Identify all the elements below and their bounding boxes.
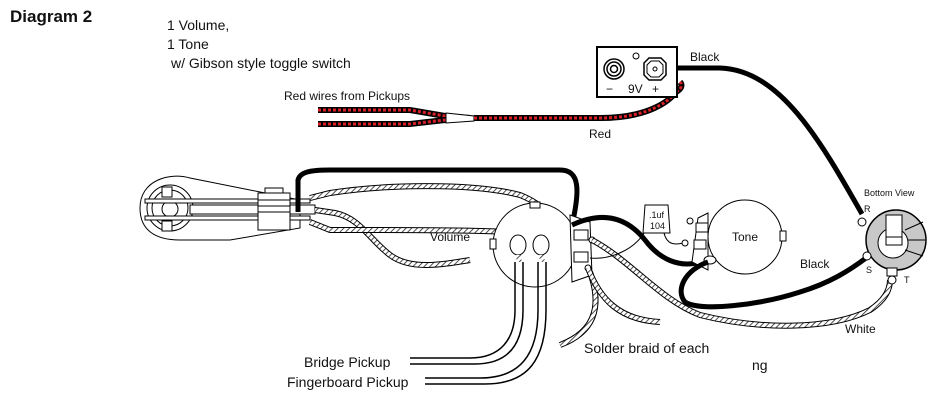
diagram-title: Diagram 2 (10, 7, 92, 26)
jack-s-label: S (866, 265, 872, 275)
subtitle-line-2: 1 Tone (167, 36, 209, 52)
battery-voltage-label: 9V (628, 82, 643, 96)
battery-plus-label: + (652, 82, 659, 96)
toggle-switch (139, 175, 316, 241)
red-wires-label: Red wires from Pickups (284, 89, 410, 103)
tone-pot (681, 199, 787, 275)
jack-t-label: T (904, 275, 910, 285)
subtitle-line-3: w/ Gibson style toggle switch (170, 55, 351, 71)
white-wire-label: White (845, 322, 876, 336)
battery-black-label: Black (690, 50, 720, 64)
ground-braid (558, 237, 893, 348)
black-wire-battery-to-jack (677, 65, 865, 216)
battery-clip (596, 46, 678, 98)
black-wire-switch-to-volume (295, 167, 580, 226)
capacitor (642, 204, 671, 234)
jack-r-label: R (864, 204, 871, 214)
ng-fragment-label: ng (752, 357, 768, 373)
capacitor-value-label: .1uf (649, 210, 665, 220)
thin-wire-volume-to-cap (589, 229, 647, 259)
capacitor-code-label: 104 (650, 221, 665, 231)
volume-pot (489, 201, 596, 288)
fingerboard-pickup-label: Fingerboard Pickup (287, 374, 409, 390)
tone-label: Tone (732, 230, 758, 244)
solder-braid-label: Solder braid of each (584, 340, 709, 356)
jack-black-label: Black (800, 257, 830, 271)
capacitor-lead (663, 232, 684, 245)
battery-minus-label: − (606, 82, 613, 96)
bridge-pickup-label: Bridge Pickup (304, 354, 391, 370)
pickup-cables (410, 255, 547, 385)
black-wire-volume-to-tone (570, 214, 701, 267)
volume-label: Volume (430, 230, 470, 244)
subtitle-line-1: 1 Volume, (167, 17, 229, 33)
bottom-view-label: Bottom View (864, 188, 915, 198)
red-wire-label: Red (589, 127, 611, 141)
black-wire-tone-to-jack (678, 255, 868, 310)
output-jack (857, 209, 927, 285)
